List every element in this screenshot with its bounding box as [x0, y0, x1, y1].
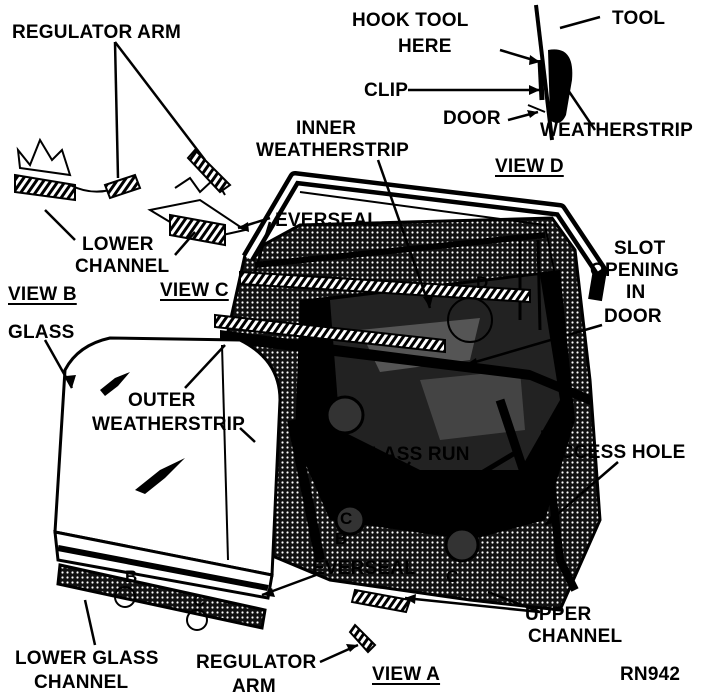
- callout-c-glass: C: [193, 591, 206, 610]
- label-access-hole: ACCESS HOLE: [546, 442, 686, 463]
- leader-lines: [43, 15, 619, 664]
- label-weatherstrip: WEATHERSTRIP: [540, 120, 693, 141]
- access-hole-right: [444, 527, 480, 563]
- label-lower-glass-channel: CHANNEL: [34, 672, 129, 693]
- label-clip: CLIP: [364, 80, 409, 101]
- label-outer: OUTER: [128, 390, 196, 411]
- callout-c-door: C: [446, 567, 459, 586]
- callout-d: D: [476, 273, 489, 292]
- callout-circle-b-glass: [114, 586, 136, 608]
- label-opening: OPENING: [590, 260, 680, 281]
- label-in: IN: [626, 282, 646, 303]
- label-lower: LOWER: [82, 234, 154, 255]
- label-tool: TOOL: [612, 8, 666, 29]
- label-everseal-top: EVERSEAL: [275, 210, 380, 231]
- label-glass-run: GLASS RUN: [356, 444, 470, 465]
- label-inner: INNER: [296, 118, 357, 139]
- label-channel: CHANNEL: [75, 256, 170, 277]
- glass-panel: [53, 336, 282, 630]
- label-outer-weatherstrip: WEATHERSTRIP: [92, 414, 245, 435]
- label-hook-tool: HOOK TOOL: [352, 10, 469, 31]
- label-door: DOOR: [443, 108, 501, 129]
- door-frame: [241, 171, 607, 331]
- callout-b-glass: B: [125, 567, 138, 586]
- view-c-detail: [147, 148, 248, 247]
- label-here: HERE: [398, 36, 452, 57]
- label-regulator: REGULATOR: [196, 652, 317, 673]
- label-inner-weatherstrip: WEATHERSTRIP: [256, 140, 409, 161]
- arrow-heads: [66, 55, 558, 652]
- callout-circle-d: [447, 297, 493, 343]
- label-regulator-arm-bottom: ARM: [232, 676, 276, 697]
- glass-run: [287, 398, 545, 561]
- callout-a: A: [323, 429, 336, 448]
- label-lower-glass: LOWER GLASS: [15, 648, 159, 669]
- callout-c-door-left: C: [340, 509, 353, 528]
- label-glass: GLASS: [8, 322, 75, 343]
- access-hole-bottom: [334, 504, 366, 536]
- label-upper-channel: CHANNEL: [528, 626, 623, 647]
- label-view-d: VIEW D: [495, 156, 564, 177]
- view-a-detail: [348, 588, 412, 654]
- label-view-a: VIEW A: [372, 664, 441, 685]
- label-upper: UPPER: [525, 604, 592, 625]
- figure-code: RN942: [620, 664, 681, 685]
- door-edge: [541, 429, 579, 592]
- view-b-detail: [14, 137, 142, 202]
- label-regulator-arm-top: REGULATOR ARM: [12, 22, 182, 43]
- label-view-c: VIEW C: [160, 280, 229, 301]
- view-d-detail: [527, 4, 573, 141]
- label-everseal-bottom: EVERSEAL: [312, 558, 417, 579]
- callout-circle-c-glass: [186, 609, 208, 631]
- inner-weatherstrip-bar: [214, 270, 590, 405]
- label-view-b: VIEW B: [8, 284, 77, 305]
- label-slot: SLOT: [614, 238, 666, 259]
- label-door-slot: DOOR: [604, 306, 662, 327]
- callout-b-door: B: [335, 529, 348, 548]
- access-hole-left: [325, 395, 365, 435]
